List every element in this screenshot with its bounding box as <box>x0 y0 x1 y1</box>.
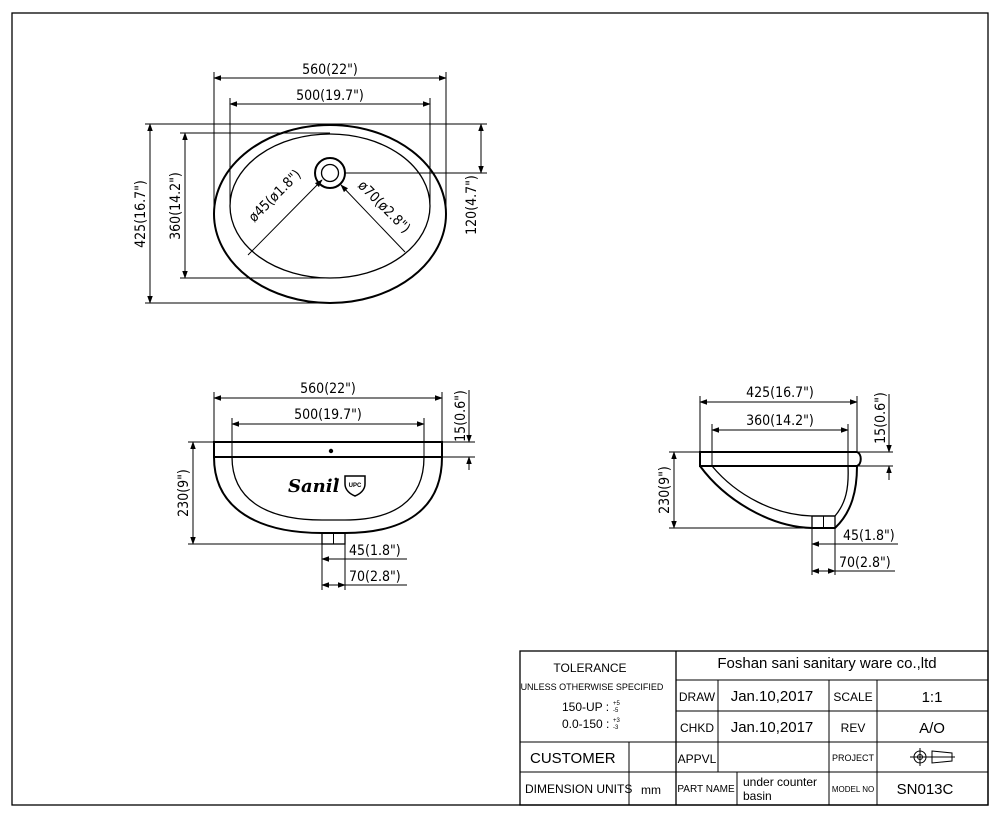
part-name-line1: under counter <box>743 775 817 789</box>
dim-text-side-height: 230(9") <box>657 466 673 514</box>
drain-hole-inner <box>320 163 340 183</box>
dimension-units-value: mm <box>641 783 661 797</box>
dim-text-front-height: 230(9") <box>176 469 192 517</box>
dim-text-drain-offset: 120(4.7") <box>464 175 480 235</box>
side-rim <box>699 451 862 467</box>
tolerance-plus-1: +5 <box>613 701 621 707</box>
dim-text-top-inner-depth: 360(14.2") <box>168 172 184 240</box>
front-bowl-inner <box>231 456 425 521</box>
sheet-border <box>11 12 989 806</box>
draw-label: DRAW <box>679 690 716 704</box>
dim-text-front-drain-small: 45(1.8") <box>349 543 401 559</box>
title-block: TOLERANCE UNLESS OTHERWISE SPECIFIED 150… <box>519 650 989 806</box>
dimension-units-label: DIMENSION UNITS <box>525 782 632 796</box>
tolerance-plus-2: +3 <box>613 718 621 724</box>
top-view: 560(22") 500(19.7") 425(16.7") 360(14.2"… <box>133 62 487 304</box>
draw-date: Jan.10,2017 <box>731 688 814 705</box>
scale-value: 1:1 <box>922 689 943 706</box>
tolerance-label: TOLERANCE <box>553 661 626 675</box>
side-bowl-inner <box>711 465 849 517</box>
dim-text-top-width: 560(22") <box>302 62 358 78</box>
sanil-logo: Sanil <box>288 476 340 497</box>
project-label: PROJECT <box>832 753 875 763</box>
logo-dot <box>334 477 338 481</box>
dim-text-front-width: 560(22") <box>300 381 356 397</box>
tolerance-range-1: 150-UP : <box>562 700 609 714</box>
dim-text-top-depth: 425(16.7") <box>133 180 149 248</box>
chkd-date: Jan.10,2017 <box>731 719 814 736</box>
side-view: 425(16.7") 360(14.2") 15(0.6") 230(9") 4… <box>657 385 898 575</box>
side-bowl-outer <box>699 465 858 529</box>
front-rim <box>213 441 443 458</box>
svg-text:UPC: UPC <box>349 483 362 489</box>
part-name-label: PART NAME <box>677 784 735 795</box>
leader-drain-small <box>247 179 323 256</box>
appvl-label: APPVL <box>678 752 717 766</box>
dim-text-top-inner-width: 500(19.7") <box>296 88 364 104</box>
dim-text-side-drain-large: 70(2.8") <box>839 555 891 571</box>
model-value: SN013C <box>897 781 954 798</box>
leader-drain-large <box>340 184 406 253</box>
customer-label: CUSTOMER <box>530 750 616 767</box>
unless-specified-label: UNLESS OTHERWISE SPECIFIED <box>521 682 664 692</box>
rev-label: REV <box>841 721 866 735</box>
dim-text-drain-large: ø70(ø2.8") <box>354 178 413 237</box>
drain-hole-outer <box>314 157 346 189</box>
dim-text-side-width: 425(16.7") <box>746 385 814 401</box>
chkd-label: CHKD <box>680 721 714 735</box>
scale-label: SCALE <box>833 690 872 704</box>
tolerance-range-2: 0.0-150 : <box>562 717 609 731</box>
part-name-line2: basin <box>743 789 772 803</box>
dim-text-front-rim: 15(0.6") <box>453 390 469 442</box>
overflow-hole <box>328 448 334 454</box>
tolerance-minus-2: -3 <box>613 725 619 731</box>
rev-value: A/O <box>919 720 945 737</box>
dim-text-front-inner-width: 500(19.7") <box>294 407 362 423</box>
company-name: Foshan sani sanitary ware co.,ltd <box>717 655 936 672</box>
dim-text-front-drain-large: 70(2.8") <box>349 569 401 585</box>
dim-text-drain-small: ø45(ø1.8") <box>246 167 305 226</box>
model-label: MODEL NO <box>832 785 874 794</box>
dim-text-side-drain-small: 45(1.8") <box>843 528 895 544</box>
third-angle-projection-icon <box>910 748 955 766</box>
upc-mark-icon: UPC <box>344 475 366 497</box>
front-view: Sanil UPC 560(22") 500(19.7") 15(0.6") 2… <box>176 381 475 590</box>
dim-text-side-rim: 15(0.6") <box>873 392 889 444</box>
tolerance-minus-1: -5 <box>613 708 619 714</box>
title-block-frame <box>519 650 989 806</box>
dim-text-side-inner-width: 360(14.2") <box>746 413 814 429</box>
